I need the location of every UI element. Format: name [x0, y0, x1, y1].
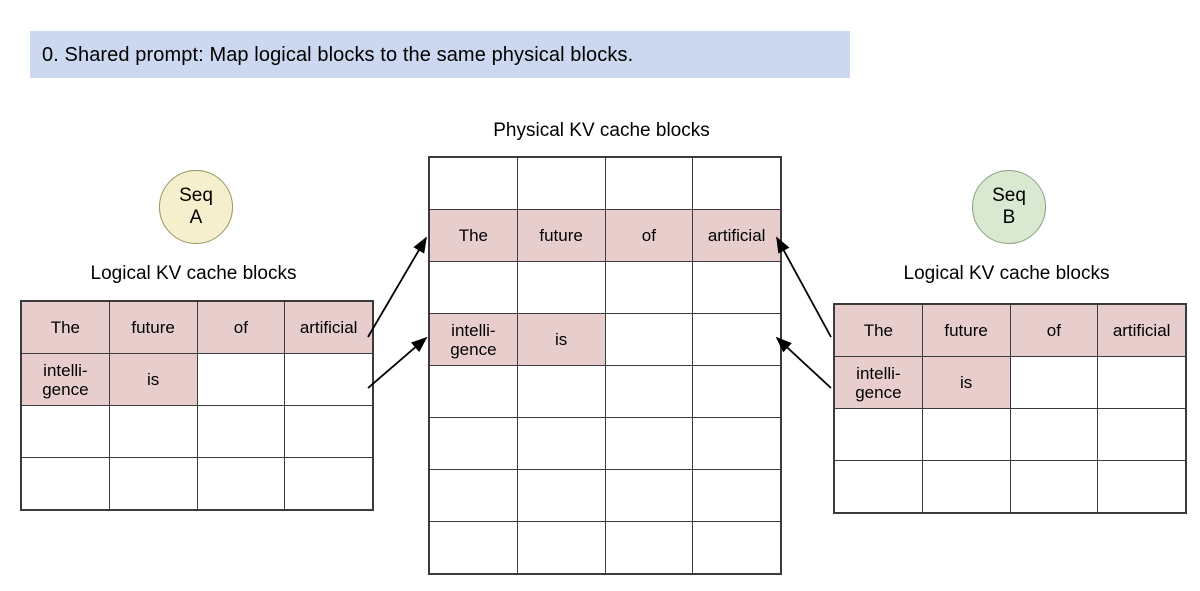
seq-b-label: Seq [992, 185, 1026, 206]
arrow-right-row1-to-physical-row2 [776, 236, 832, 338]
token-cell: of [196, 300, 286, 354]
physical-blocks-caption: Physical KV cache blocks [493, 120, 710, 141]
empty-cell [692, 261, 782, 314]
table-row [428, 365, 782, 418]
token-cell: The [20, 300, 110, 354]
empty-cell [604, 313, 694, 366]
empty-cell [428, 469, 518, 522]
empty-cell [428, 156, 518, 210]
token-cell: of [604, 209, 694, 262]
token-cell: is [108, 353, 198, 406]
empty-cell [1097, 408, 1187, 461]
empty-cell [833, 408, 923, 461]
token-cell: intelli-gence [20, 353, 110, 406]
empty-cell [604, 261, 694, 314]
arrow-left-row2-to-physical-row4 [367, 336, 428, 389]
table-row [833, 408, 1187, 461]
empty-cell [692, 313, 782, 366]
empty-cell [428, 521, 518, 575]
arrow-right-row2-to-physical-row4 [775, 336, 832, 389]
empty-cell [604, 156, 694, 210]
empty-cell [516, 521, 606, 575]
seq-a-badge: Seq A [159, 170, 233, 244]
table-row [20, 405, 374, 458]
seq-b-id: B [1002, 207, 1016, 228]
token-cell: artificial [692, 209, 782, 262]
token-cell: future [108, 300, 198, 354]
empty-cell [284, 405, 374, 458]
empty-cell [1097, 356, 1187, 409]
token-cell: is [921, 356, 1011, 409]
empty-cell [692, 469, 782, 522]
seq-b-badge: Seq B [972, 170, 1046, 244]
token-cell: is [516, 313, 606, 366]
empty-cell [20, 457, 110, 511]
table-row [428, 417, 782, 470]
header-banner: 0. Shared prompt: Map logical blocks to … [30, 31, 850, 78]
empty-cell [692, 521, 782, 575]
seq-a-label: Seq [179, 185, 213, 206]
header-banner-text: 0. Shared prompt: Map logical blocks to … [42, 43, 634, 66]
empty-cell [516, 261, 606, 314]
table-row [428, 156, 782, 210]
token-cell: The [833, 303, 923, 357]
table-row [833, 460, 1187, 514]
empty-cell [1097, 460, 1187, 514]
table-row [428, 521, 782, 575]
token-cell: of [1009, 303, 1099, 357]
table-row [428, 261, 782, 314]
token-cell: intelli-gence [833, 356, 923, 409]
token-cell: The [428, 209, 518, 262]
empty-cell [692, 365, 782, 418]
empty-cell [604, 365, 694, 418]
empty-cell [604, 521, 694, 575]
seq-a-id: A [189, 207, 203, 228]
empty-cell [284, 457, 374, 511]
empty-cell [108, 405, 198, 458]
empty-cell [692, 417, 782, 470]
empty-cell [516, 417, 606, 470]
empty-cell [833, 460, 923, 514]
token-cell: future [921, 303, 1011, 357]
token-cell: artificial [284, 300, 374, 354]
empty-cell [516, 365, 606, 418]
empty-cell [428, 365, 518, 418]
empty-cell [921, 460, 1011, 514]
empty-cell [516, 156, 606, 210]
arrow-left-row1-to-physical-row2 [367, 236, 427, 338]
empty-cell [20, 405, 110, 458]
empty-cell [1009, 460, 1099, 514]
empty-cell [921, 408, 1011, 461]
empty-cell [604, 469, 694, 522]
empty-cell [692, 156, 782, 210]
empty-cell [428, 261, 518, 314]
empty-cell [604, 417, 694, 470]
token-cell: artificial [1097, 303, 1187, 357]
logical-blocks-left-caption: Logical KV cache blocks [90, 263, 297, 284]
token-cell: future [516, 209, 606, 262]
empty-cell [1009, 408, 1099, 461]
empty-cell [196, 457, 286, 511]
token-cell: intelli-gence [428, 313, 518, 366]
logical-blocks-right-caption: Logical KV cache blocks [903, 263, 1110, 284]
empty-cell [284, 353, 374, 406]
empty-cell [108, 457, 198, 511]
table-row [20, 457, 374, 511]
empty-cell [196, 405, 286, 458]
empty-cell [196, 353, 286, 406]
empty-cell [516, 469, 606, 522]
empty-cell [1009, 356, 1099, 409]
table-row [428, 469, 782, 522]
empty-cell [428, 417, 518, 470]
